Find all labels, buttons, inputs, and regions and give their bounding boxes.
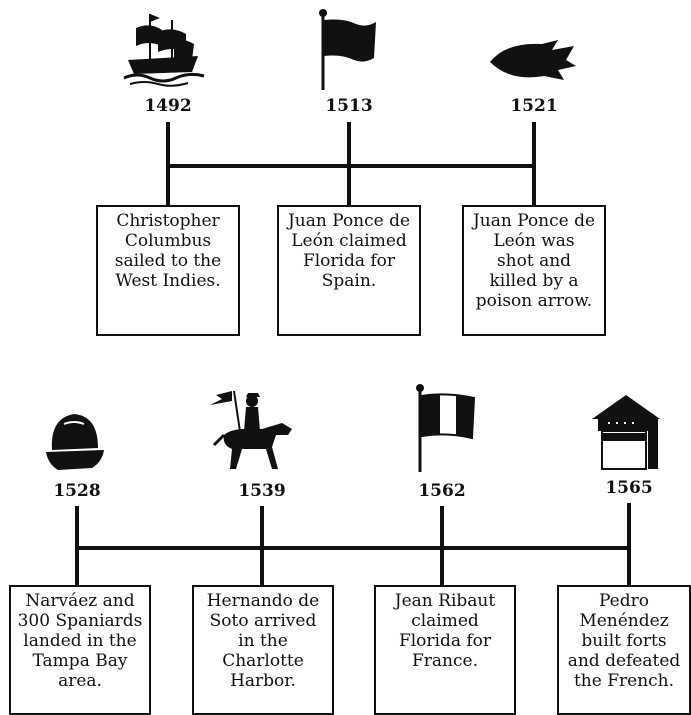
timeline-connector <box>627 503 631 586</box>
year-label: 1513 <box>325 96 373 116</box>
event-text-line: Harbor. <box>230 671 296 691</box>
timeline-axis <box>166 164 536 168</box>
event-text-line: sailed to the <box>114 251 222 271</box>
event-box-1565: Pedro Menéndez built forts and defeated … <box>557 585 691 715</box>
event-text-line: killed by a <box>489 271 579 291</box>
year-label: 1539 <box>238 481 286 501</box>
event-text-line: León was <box>493 231 575 251</box>
event-text-line: poison arrow. <box>475 291 593 311</box>
event-box-1513: Juan Ponce de León claimed Florida for S… <box>277 205 421 336</box>
fort-icon <box>592 395 660 470</box>
event-text-line: Juan Ponce de <box>287 211 411 231</box>
event-text-line: Tampa Bay <box>32 651 128 671</box>
year-label: 1565 <box>605 478 653 498</box>
arrowhead-icon <box>490 40 576 80</box>
event-text-line: landed in the <box>23 631 137 651</box>
event-text-line: Juan Ponce de <box>472 211 596 231</box>
event-text-line: Christopher <box>116 211 220 231</box>
event-text-line: West Indies. <box>115 271 221 291</box>
event-text-line: Soto arrived <box>209 611 317 631</box>
event-text-line: Spain. <box>321 271 377 291</box>
event-text-line: León claimed <box>291 231 407 251</box>
year-label: 1492 <box>144 96 192 116</box>
event-box-1539: Hernando de Soto arrived in the Charlott… <box>192 585 334 715</box>
event-text-line: 300 Spaniards <box>17 611 143 631</box>
event-text-line: Florida for <box>398 631 492 651</box>
event-text-line: area. <box>58 671 102 691</box>
event-text-line: shot and <box>496 251 572 271</box>
horseman-icon <box>210 390 292 469</box>
french-flag-icon <box>416 384 476 472</box>
event-text-line: Florida for <box>302 251 396 271</box>
event-text-line: in the <box>238 631 288 651</box>
year-label: 1562 <box>418 481 466 501</box>
event-text-line: Jean Ribaut <box>394 591 496 611</box>
event-text-line: and defeated <box>567 651 681 671</box>
event-text-line: Charlotte <box>222 651 304 671</box>
event-text-line: built forts <box>581 631 667 651</box>
event-text-line: Narváez and <box>25 591 135 611</box>
event-box-1528: Narváez and 300 Spaniards landed in the … <box>9 585 151 715</box>
event-text-line: the French. <box>573 671 675 691</box>
event-text-line: France. <box>412 651 478 671</box>
event-text-line: Hernando de <box>206 591 320 611</box>
event-box-1521: Juan Ponce de León was shot and killed b… <box>462 205 606 336</box>
ship-icon <box>123 14 205 87</box>
event-text-line: Menéndez <box>579 611 669 631</box>
event-text-line: Pedro <box>599 591 649 611</box>
event-text-line: claimed <box>411 611 479 631</box>
conquistador-helmet-icon <box>46 414 104 470</box>
spanish-flag-icon <box>319 9 376 90</box>
timeline-axis <box>75 546 631 550</box>
year-label: 1521 <box>510 96 558 116</box>
year-label: 1528 <box>53 481 101 501</box>
event-box-1492: Christopher Columbus sailed to the West … <box>96 205 240 336</box>
event-box-1562: Jean Ribaut claimed Florida for France. <box>374 585 516 715</box>
event-text-line: Columbus <box>124 231 212 251</box>
